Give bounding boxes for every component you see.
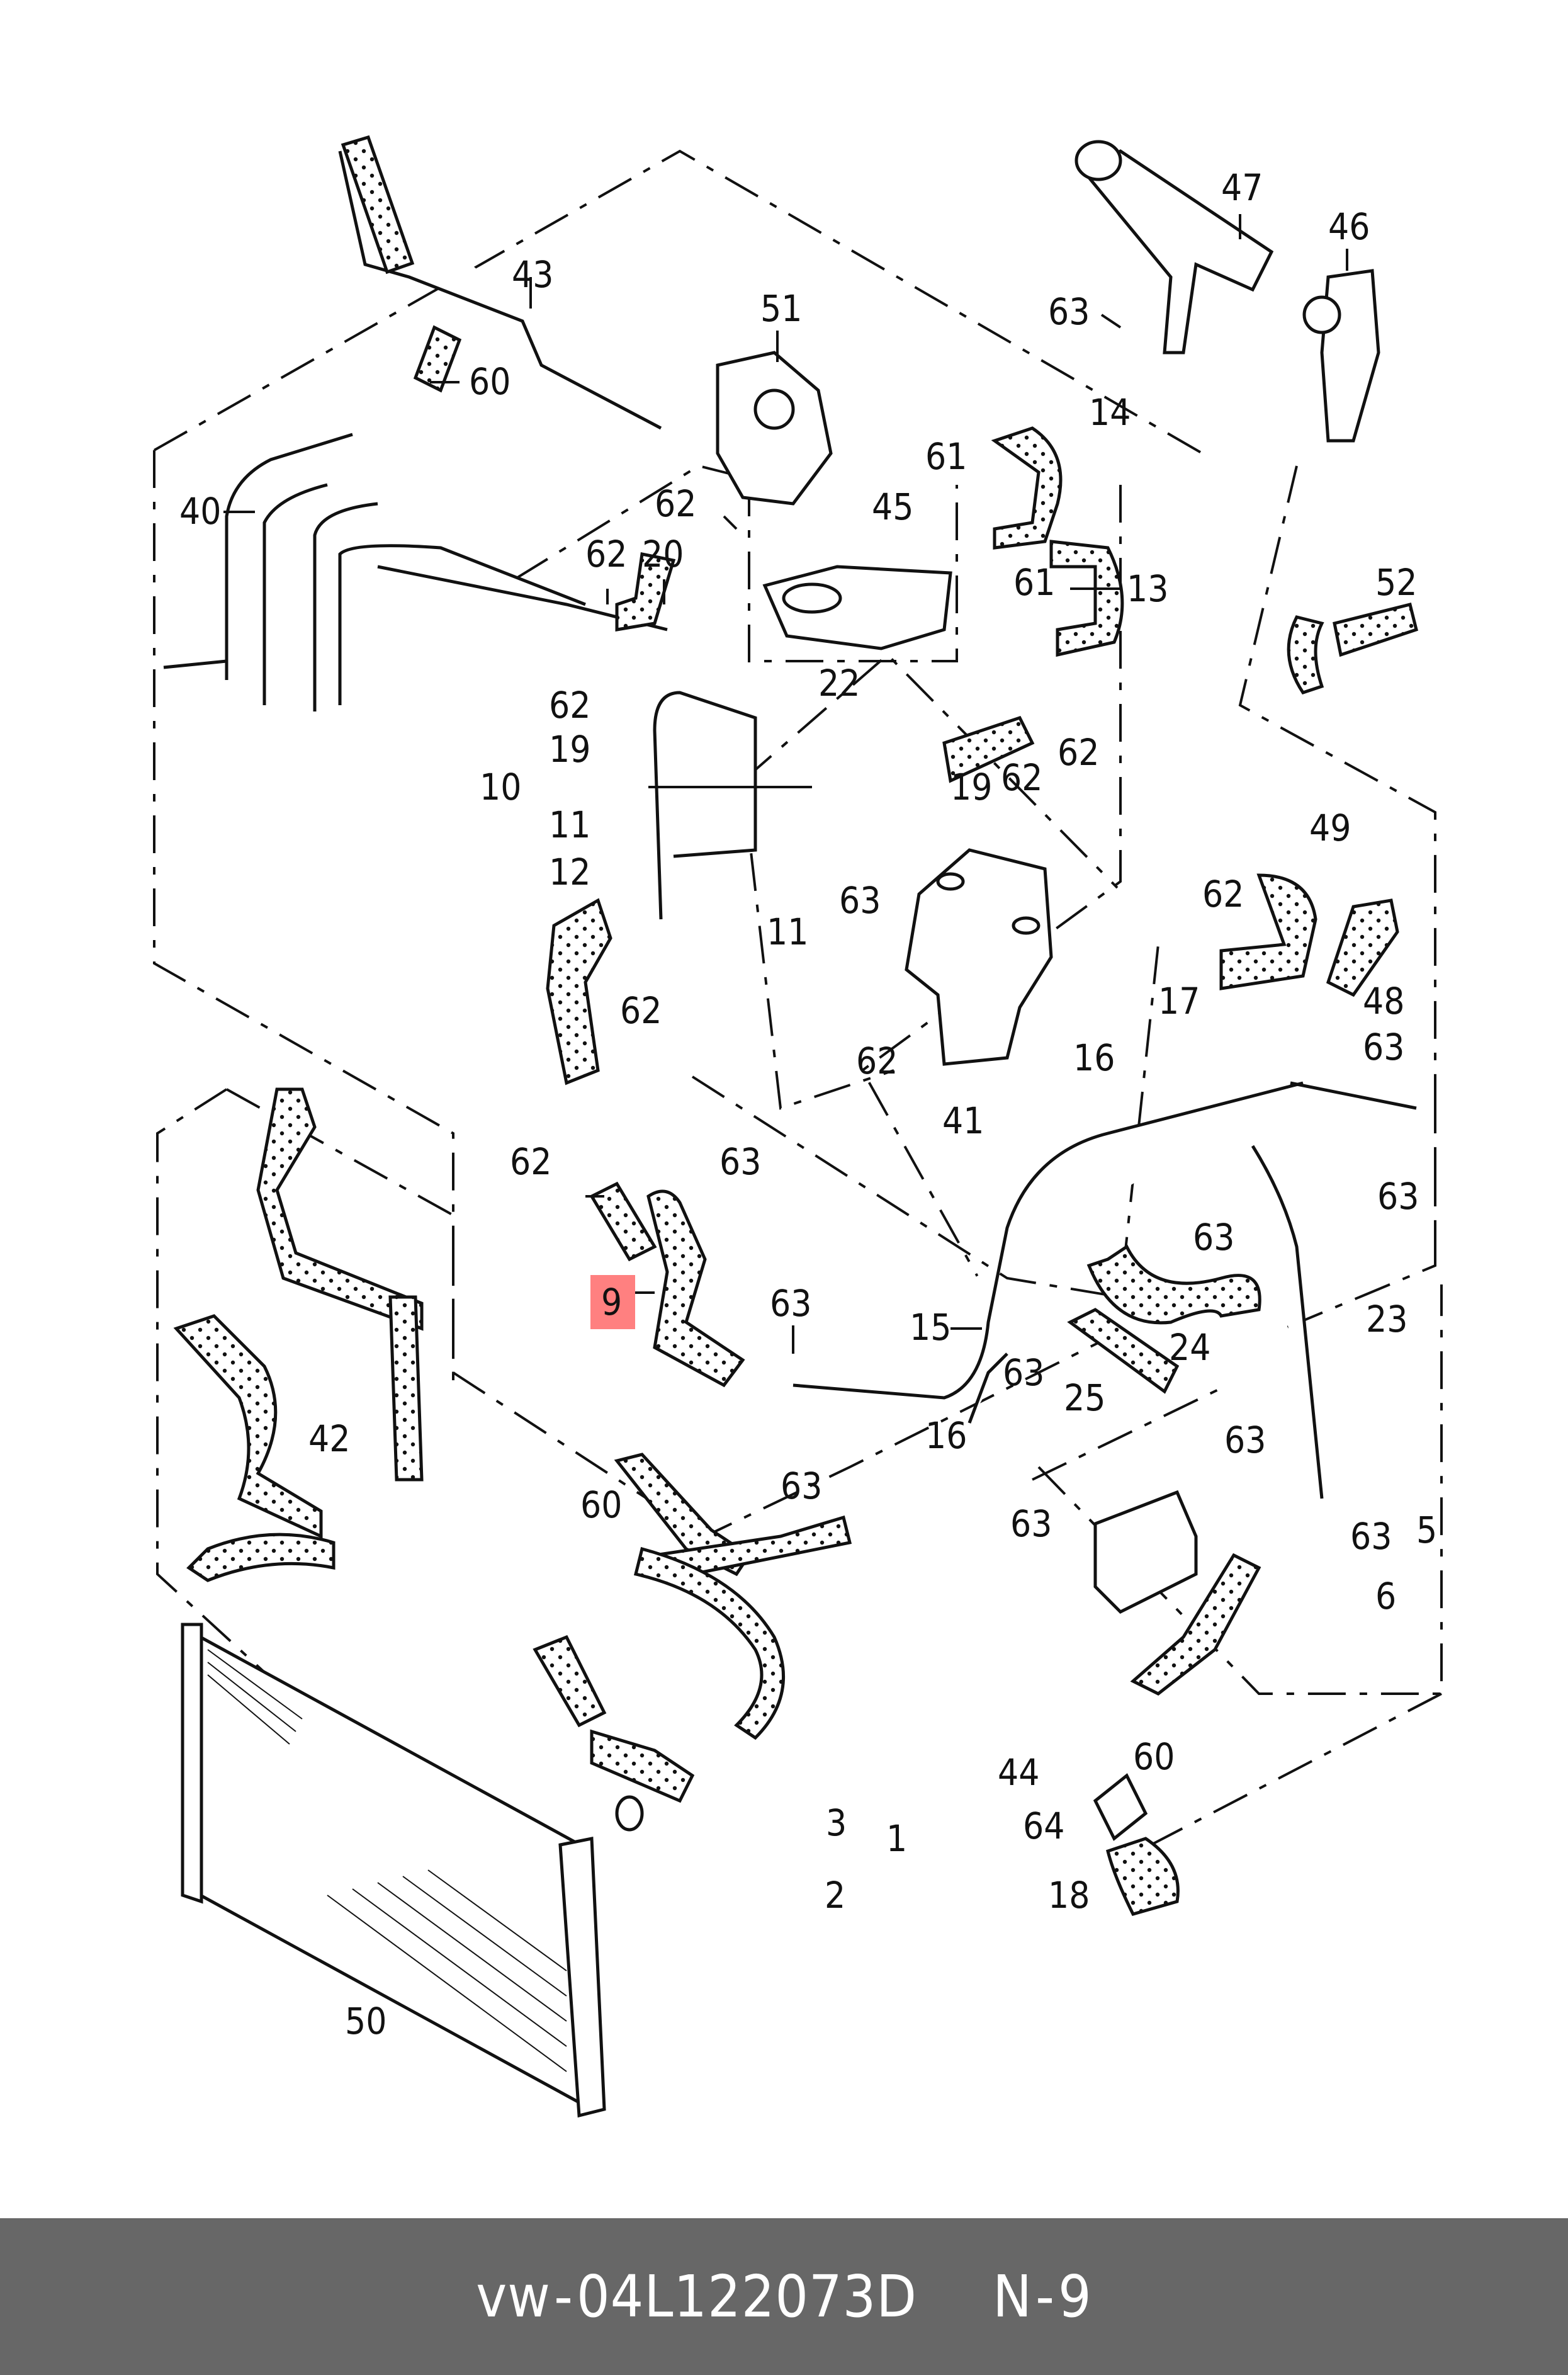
callout-3: 3 <box>826 1801 847 1844</box>
callout-62: 19 <box>950 766 992 808</box>
oil-filter-housing-41 <box>905 848 1053 1066</box>
callout-62: 62 <box>620 989 662 1032</box>
callout-15: 15 <box>910 1306 951 1349</box>
callout-63: 63 <box>1010 1502 1052 1545</box>
callout-46: 46 <box>1328 205 1370 248</box>
callout-62: 62 <box>655 482 696 525</box>
callout-42: 42 <box>308 1417 350 1460</box>
callout-60: 60 <box>469 360 510 403</box>
hose-9-highlighted <box>589 1181 745 1388</box>
callout-13: 13 <box>1127 567 1168 610</box>
callout-44: 44 <box>998 1751 1039 1794</box>
callout-62: 62 <box>1202 873 1244 915</box>
callout-25: 25 <box>1064 1376 1105 1419</box>
hoses-lower-middle <box>533 1453 852 1803</box>
callout-22: 22 <box>818 662 860 705</box>
callout-61: 61 <box>1013 561 1055 604</box>
parts-diagram: 43 60 51 40 62 62 20 47 46 63 14 61 45 6… <box>153 135 1443 2118</box>
radiator-50 <box>181 1623 644 2118</box>
coolant-pipes-40 <box>163 433 668 711</box>
callout-63: 63 <box>1224 1419 1266 1461</box>
callout-62: 62 <box>549 684 590 727</box>
callout-49: 49 <box>1309 807 1351 849</box>
callout-6: 6 <box>1375 1575 1396 1618</box>
callout-48: 48 <box>1363 980 1404 1023</box>
caption-bar: vw - 04L122073D N - 9 <box>0 2218 1568 2375</box>
reference-number: 9 <box>1058 2263 1092 2330</box>
callout-63: 63 <box>1363 1026 1404 1068</box>
hoses-lower-right <box>1093 1553 1261 1916</box>
callout-41: 41 <box>942 1099 984 1142</box>
temp-sender-46 <box>1302 269 1380 443</box>
callout-63: 63 <box>839 879 881 922</box>
part-number: 04L122073D <box>577 2263 918 2330</box>
egr-cooler-45 <box>762 565 952 650</box>
callout-60: 60 <box>1133 1735 1175 1778</box>
callout-5: 5 <box>1416 1509 1437 1551</box>
callout-labels: 43 60 51 40 62 62 20 47 46 63 14 61 45 6… <box>179 166 1437 2043</box>
callout-62: 62 <box>856 1040 898 1082</box>
callout-43: 43 <box>512 253 553 296</box>
callout-61: 61 <box>925 435 967 478</box>
callout-63: 63 <box>719 1140 761 1183</box>
callout-19: 19 <box>549 728 590 771</box>
callout-63: 63 <box>781 1465 822 1507</box>
callout-63: 63 <box>1193 1216 1234 1259</box>
callout-11: 11 <box>549 803 590 846</box>
oil-cooler <box>1093 1490 1198 1614</box>
highlight-box <box>590 1275 635 1329</box>
callout-51: 51 <box>760 287 802 330</box>
callout-63: 63 <box>770 1282 811 1325</box>
leader-lines <box>223 214 1348 1354</box>
callout-64: 64 <box>1023 1805 1064 1847</box>
callout-63: 63 <box>1377 1175 1419 1218</box>
callout-19: 62 <box>1001 756 1042 799</box>
callout-47: 47 <box>1221 166 1263 209</box>
callout-2: 2 <box>825 1874 845 1917</box>
coolant-flange-47 <box>1074 140 1274 354</box>
callout-9-highlighted: 9 <box>601 1281 622 1324</box>
egr-valve-51 <box>716 351 833 506</box>
callout-63: 63 <box>1350 1515 1392 1558</box>
callout-18: 18 <box>1048 1874 1090 1917</box>
callout-24: 24 <box>1169 1326 1210 1369</box>
callout-20: 20 <box>642 533 684 575</box>
callout-1: 1 <box>886 1817 907 1860</box>
callout-60: 60 <box>580 1483 622 1526</box>
callout-63: 63 <box>1048 290 1090 333</box>
heater-pipe-43 <box>338 135 662 430</box>
hoses-left-42 <box>173 1087 424 1582</box>
coolant-pipe-15 <box>792 1081 1304 1424</box>
callout-12: 12 <box>549 851 590 893</box>
separator: - <box>554 2263 573 2330</box>
reference-prefix: N <box>993 2263 1032 2330</box>
hoses-upper <box>615 426 1418 783</box>
callout-50: 50 <box>345 2000 386 2043</box>
callout-40: 40 <box>179 490 221 533</box>
hoses-right <box>1067 873 1417 1499</box>
callout-16: 16 <box>925 1414 967 1457</box>
callout-14: 14 <box>1089 391 1131 434</box>
callout-62: 62 <box>1058 731 1099 774</box>
callout-62: 62 <box>585 533 627 575</box>
callout-52: 52 <box>1375 561 1417 604</box>
callout-62: 62 <box>510 1140 551 1183</box>
callout-17: 17 <box>1158 980 1200 1023</box>
callout-10: 10 <box>480 766 521 808</box>
reference-separator: - <box>1035 2263 1055 2330</box>
callout-63: 63 <box>1003 1351 1044 1394</box>
coolant-pipe-10 <box>546 691 757 1085</box>
brand-label: vw <box>476 2263 551 2330</box>
callout-45: 45 <box>872 485 913 528</box>
callout-11: 11 <box>767 910 808 953</box>
callout-16: 16 <box>1073 1036 1115 1079</box>
callout-23: 23 <box>1366 1298 1407 1341</box>
radiator-fins <box>207 1649 567 2072</box>
